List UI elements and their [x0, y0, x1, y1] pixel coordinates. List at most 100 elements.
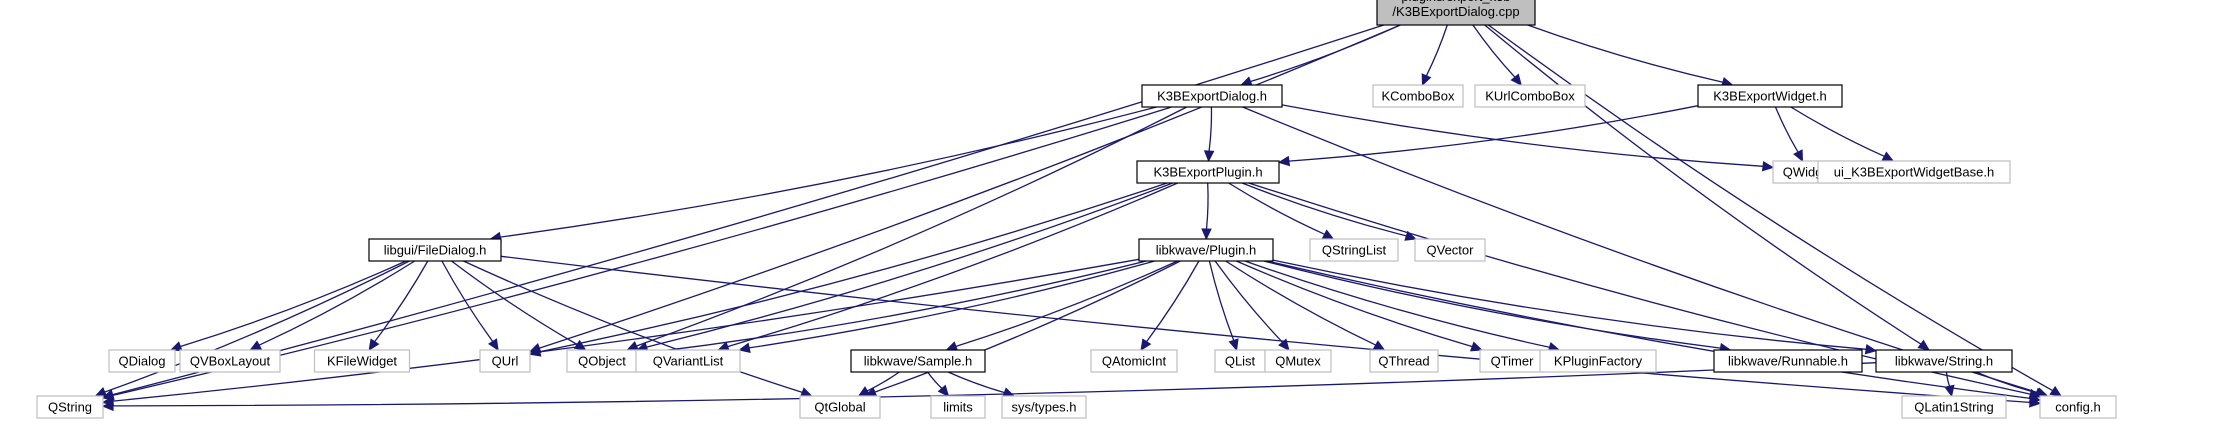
edge-root-to-config — [1488, 24, 2063, 397]
node-label: libkwave/String.h — [1895, 354, 1993, 369]
edge-dlg-to-plugin — [1203, 106, 1215, 163]
arrowhead — [857, 386, 871, 397]
edge-sample-to-qtglobal — [857, 371, 900, 397]
node-box — [368, 238, 502, 262]
node-uiwidget: ui_K3BExportWidgetBase.h — [1817, 160, 2011, 184]
node-label: QObject — [578, 354, 626, 369]
node-qvboxlayout: QVBoxLayout — [179, 349, 281, 373]
edge-kwplugin-to-runnable — [1263, 260, 1732, 354]
node-label: QTimer — [1491, 354, 1535, 369]
edge-kwplugin-to-qatomicint — [1140, 260, 1200, 352]
node-box — [1090, 349, 1178, 373]
node-qurl: QUrl — [479, 349, 531, 373]
edge-filedialog-to-config — [500, 255, 2042, 408]
node-box — [1875, 349, 2013, 373]
arrowhead — [573, 339, 587, 351]
node-filedialog[interactable]: libgui/FileDialog.h — [368, 238, 502, 262]
node-kfilewidget: KFileWidget — [313, 349, 411, 373]
edge-plugin-to-qstringlist — [1228, 182, 1335, 240]
node-label: K3BExportWidget.h — [1713, 89, 1826, 104]
node-root[interactable]: plugins/export_k3b/K3BExportDialog.cpp — [1376, 0, 1536, 26]
arrowhead — [1277, 155, 1291, 167]
node-plugin[interactable]: K3BExportPlugin.h — [1136, 160, 1280, 184]
node-kwplugin[interactable]: libkwave/Plugin.h — [1138, 238, 1274, 262]
node-label: QDialog — [119, 354, 166, 369]
node-systypes: sys/types.h — [1001, 395, 1087, 419]
edge-filedialog-to-qdialog — [169, 260, 407, 352]
node-label: K3BExportPlugin.h — [1153, 165, 1262, 180]
node-label: K3BExportDialog.h — [1157, 89, 1267, 104]
node-label: KUrlComboBox — [1485, 89, 1575, 104]
node-widget[interactable]: K3BExportWidget.h — [1697, 84, 1843, 108]
node-box — [1713, 349, 1863, 373]
node-qvariantlist: QVariantList — [635, 349, 741, 373]
node-dlg[interactable]: K3BExportDialog.h — [1141, 84, 1283, 108]
edge-root-to-kurlcombo — [1472, 24, 1522, 86]
node-sample[interactable]: libkwave/Sample.h — [850, 349, 986, 373]
edge-kwplugin-to-qtimer — [1236, 260, 1483, 352]
node-box — [36, 395, 104, 419]
node-label: ui_K3BExportWidgetBase.h — [1834, 165, 1994, 180]
node-runnable[interactable]: libkwave/Runnable.h — [1713, 349, 1863, 373]
node-box — [479, 349, 531, 373]
node-label: QAtomicInt — [1102, 354, 1167, 369]
edge-root-to-kwstring — [1484, 24, 1930, 351]
node-label: config.h — [2055, 400, 2101, 415]
node-box — [1136, 160, 1280, 184]
arrowhead — [1278, 338, 1290, 351]
arrowhead — [1944, 384, 1955, 398]
arrowhead — [1140, 338, 1152, 352]
edge-dlg-to-filedialog — [489, 106, 1157, 243]
node-box — [1474, 84, 1586, 108]
node-box — [1372, 84, 1464, 108]
node-label: QThread — [1378, 354, 1429, 369]
dependency-edges — [94, 24, 2063, 412]
file-nodes: plugins/export_k3b/K3BExportDialog.cppK3… — [36, 0, 2117, 419]
node-limits: limits — [930, 395, 986, 419]
node-label: QString — [48, 400, 92, 415]
node-label: QLatin1String — [1914, 400, 1994, 415]
node-config: config.h — [2039, 395, 2117, 419]
node-kwstring[interactable]: libkwave/String.h — [1875, 349, 2013, 373]
node-label: limits — [943, 400, 973, 415]
node-box — [1697, 84, 1843, 108]
node-label: /K3BExportDialog.cpp — [1392, 4, 1519, 19]
node-label: libkwave/Runnable.h — [1728, 354, 1848, 369]
edge-widget-to-uiwidget — [1790, 106, 1895, 162]
edge-kwplugin-to-kwstring — [1272, 259, 1878, 355]
node-qstring: QString — [36, 395, 104, 419]
node-box — [1264, 349, 1332, 373]
edge-root-to-kcombo — [1421, 24, 1448, 87]
node-qvector: QVector — [1414, 238, 1486, 262]
edge-widget-to-plugin — [1277, 105, 1699, 167]
node-box — [2039, 395, 2117, 419]
node-box — [635, 349, 741, 373]
node-box — [1376, 0, 1536, 26]
edge-sample-to-systypes — [947, 371, 1016, 398]
edge-filedialog-to-qtglobal — [463, 260, 813, 398]
arrowhead — [799, 387, 813, 398]
arrowhead — [169, 341, 183, 352]
node-box — [179, 349, 281, 373]
arrowhead — [368, 338, 380, 352]
edge-kwplugin-to-qstring — [101, 258, 1140, 407]
edge-filedialog-to-qobject — [451, 260, 587, 351]
node-kurlcombo: KUrlComboBox — [1474, 84, 1586, 108]
arrowhead — [1404, 230, 1418, 241]
node-qdialog: QDialog — [108, 349, 176, 373]
node-box — [1309, 238, 1399, 262]
node-label: plugins/export_k3b — [1401, 0, 1510, 4]
arrowhead — [1321, 229, 1335, 240]
node-label: KFileWidget — [327, 354, 397, 369]
edge-kwplugin-to-qvariantlist — [738, 260, 1155, 353]
arrowhead — [1421, 73, 1432, 87]
node-qlatin1string: QLatin1String — [1901, 395, 2007, 419]
edge-root-to-dlg — [1240, 24, 1401, 87]
node-box — [1414, 238, 1486, 262]
node-box — [1138, 238, 1274, 262]
node-label: QStringList — [1322, 243, 1387, 258]
edge-kwplugin-to-qobject — [635, 260, 1147, 358]
edge-kwplugin-to-qmutex — [1214, 260, 1290, 351]
node-box — [1001, 395, 1087, 419]
